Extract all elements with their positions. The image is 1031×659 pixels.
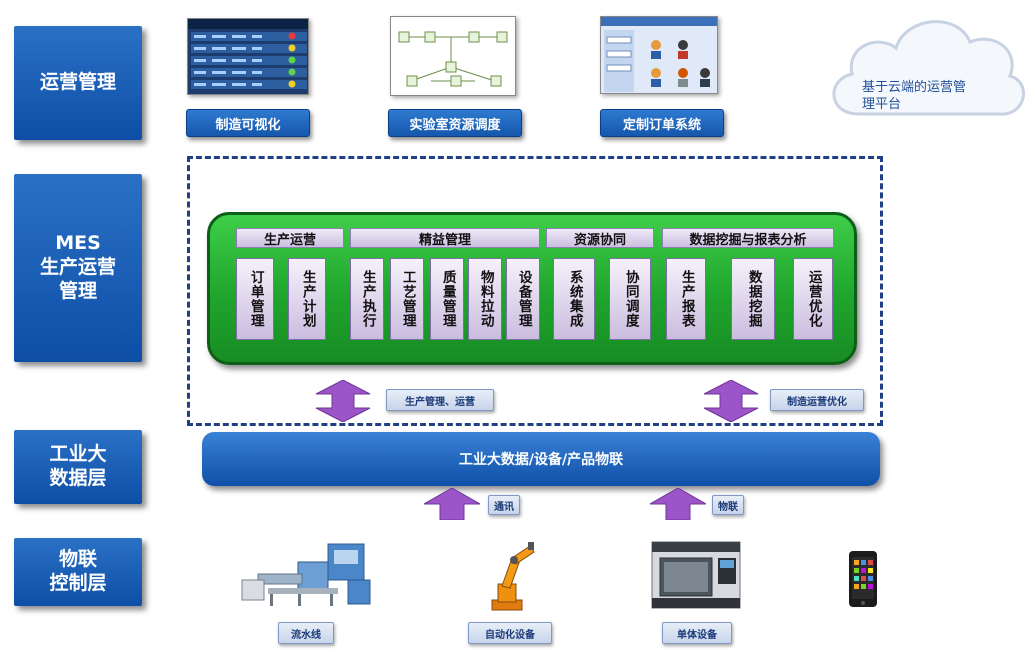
visualization-screenshot xyxy=(187,18,309,95)
layer-ops-label: 运营管理 xyxy=(39,71,116,94)
double-arrow-right-icon xyxy=(703,380,759,422)
cnc-machine-image xyxy=(651,541,741,609)
lab-scheduling-screenshot xyxy=(390,16,516,96)
mes-dashed-frame xyxy=(187,156,883,426)
module-operation-optimization: 运营优化 xyxy=(793,258,833,340)
cloud-icon xyxy=(832,20,1025,116)
module-production-report: 生产报表 xyxy=(666,258,706,340)
layer-bigdata-label: 工业大 数据层 xyxy=(49,443,107,489)
label-communication: 通讯 xyxy=(488,495,520,515)
order-system-image xyxy=(601,17,717,92)
double-arrow-left-icon xyxy=(315,380,371,422)
module-data-mining: 数据挖掘 xyxy=(731,258,775,340)
module-quality-management: 质量管理 xyxy=(430,258,464,340)
module-collab-scheduling: 协同调度 xyxy=(609,258,651,340)
module-order-management: 订单管理 xyxy=(236,258,274,340)
module-production-plan: 生产计划 xyxy=(288,258,326,340)
up-arrow-comm-icon xyxy=(424,488,480,520)
dashboard-table-image xyxy=(188,19,308,89)
smartphone-icon xyxy=(849,551,877,607)
layer-iot: 物联 控制层 xyxy=(14,538,142,606)
industrial-robot-image xyxy=(491,542,535,611)
app-lab-scheduling-label: 实验室资源调度 xyxy=(388,109,522,137)
layer-mes-label: MES 生产运营 管理 xyxy=(39,232,116,302)
category-production-ops: 生产运营 xyxy=(236,228,344,248)
flow-diagram-image xyxy=(398,31,508,87)
layer-bigdata: 工业大 数据层 xyxy=(14,430,142,504)
layer-iot-label: 物联 控制层 xyxy=(49,548,107,594)
custom-order-screenshot xyxy=(600,16,718,94)
device-standalone-label: 单体设备 xyxy=(662,622,732,644)
layer-mes: MES 生产运营 管理 xyxy=(14,174,142,362)
app-custom-order-label: 定制订单系统 xyxy=(600,109,724,137)
module-process-management: 工艺管理 xyxy=(390,258,424,340)
module-system-integration: 系统集成 xyxy=(553,258,595,340)
label-manufacturing-optimization: 制造运营优化 xyxy=(770,389,864,411)
device-assembly-line-label: 流水线 xyxy=(278,622,334,644)
assembly-line-image xyxy=(241,543,371,606)
up-arrow-iot-icon xyxy=(650,488,706,520)
cloud-platform-label: 基于云端的运营管 理平台 xyxy=(862,79,967,112)
category-lean-management: 精益管理 xyxy=(350,228,540,248)
label-production-ops: 生产管理、运营 xyxy=(386,389,494,411)
module-equipment-management: 设备管理 xyxy=(506,258,540,340)
app-visualization-label: 制造可视化 xyxy=(186,109,310,137)
label-iot: 物联 xyxy=(712,495,744,515)
layer-ops: 运营管理 xyxy=(14,26,142,140)
category-data-mining: 数据挖掘与报表分析 xyxy=(662,228,834,248)
device-automation-label: 自动化设备 xyxy=(468,622,552,644)
category-resource-collab: 资源协同 xyxy=(546,228,654,248)
module-material-pull: 物料拉动 xyxy=(468,258,502,340)
module-production-execution: 生产执行 xyxy=(350,258,384,340)
bigdata-iot-bar: 工业大数据/设备/产品物联 xyxy=(202,432,880,486)
